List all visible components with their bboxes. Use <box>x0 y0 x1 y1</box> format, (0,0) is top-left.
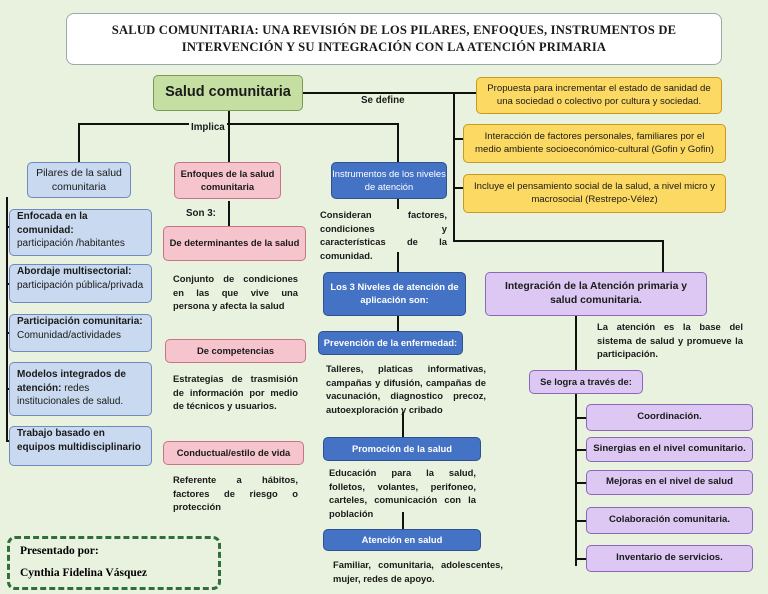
connector-line <box>228 123 230 163</box>
enfoque-desc-2: Estrategias de trasmisión de información… <box>173 373 298 412</box>
pilar-detail: participación /habitantes <box>17 238 125 249</box>
enfoques-intro: Son 3: <box>186 208 216 219</box>
definition-box-1: Propuesta para incrementar el estado de … <box>476 77 722 114</box>
enfoques-header: Enfoques de la salud comunitaria <box>174 162 281 199</box>
connector-line <box>575 558 587 560</box>
presenter-label: Presentado por: <box>20 545 99 557</box>
integracion-item-5: Inventario de servicios. <box>586 545 753 572</box>
connector-line <box>397 123 399 163</box>
connector-line <box>453 92 455 240</box>
connector-line <box>453 138 463 140</box>
connector-line <box>78 123 80 163</box>
connector-line <box>397 316 399 331</box>
connector-line <box>228 111 230 123</box>
nivel-desc-3: Familiar, comunitaria, adolescentes, muj… <box>333 559 503 584</box>
central-node: Salud comunitaria <box>153 75 303 111</box>
connector-line <box>78 123 398 125</box>
integracion-desc: La atención es la base del sistema de sa… <box>597 321 743 360</box>
pilar-detail: participación pública/privada <box>17 279 144 291</box>
pilar-title: Abordaje multisectorial: <box>17 266 132 277</box>
title-line-2: INTERVENCIÓN Y SU INTEGRACIÓN CON LA ATE… <box>181 40 607 54</box>
connector-line <box>397 199 399 209</box>
nivel-desc-1: Talleres, platicas informativas, campaña… <box>326 363 486 415</box>
integracion-item-2: Sinergias en el nivel comunitario. <box>586 437 753 462</box>
implica-label: Implica <box>189 122 227 133</box>
pilar-item-4: Modelos integrados de atención: redes in… <box>9 362 152 416</box>
integracion-item-1: Coordinación. <box>586 404 753 431</box>
enfoque-label-1: De determinantes de la salud <box>163 226 306 261</box>
pilar-title: Enfocada en la comunidad: <box>17 211 88 236</box>
enfoque-desc-1: Conjunto de condiciones en las que vive … <box>173 273 298 312</box>
nivel-label-2: Promoción de la salud <box>323 437 481 461</box>
niveles-subheader: Los 3 Niveles de atención de aplicación … <box>323 272 466 316</box>
connector-line <box>6 197 8 440</box>
pilar-title: Modelos integrados de atención: <box>17 369 126 394</box>
connector-line <box>228 201 230 227</box>
nivel-label-3: Atención en salud <box>323 529 481 551</box>
integracion-item-3: Mejoras en el nivel de salud <box>586 470 753 495</box>
pilar-item-2: Abordaje multisectorial: participación p… <box>9 264 152 303</box>
pilar-detail: Comunidad/actividades <box>17 329 121 341</box>
pilar-item-5: Trabajo basado en equipos multidisciplin… <box>9 426 152 466</box>
integracion-via: Se logra a través de: <box>529 370 643 394</box>
enfoque-desc-3: Referente a hábitos, factores de riesgo … <box>173 474 298 513</box>
connector-line <box>303 92 478 94</box>
pilares-header: Pilares de la salud comunitaria <box>27 162 131 198</box>
nivel-label-1: Prevención de la enfermedad: <box>318 331 463 355</box>
pilar-item-3: Participación comunitaria: Comunidad/act… <box>9 314 152 352</box>
connector-line <box>453 240 663 242</box>
instrumentos-desc: Consideran factores, condiciones y carac… <box>320 209 447 261</box>
connector-line <box>575 417 587 419</box>
pilar-title: Participación comunitaria: <box>17 316 143 327</box>
enfoque-label-2: De competencias <box>165 339 306 363</box>
connector-line <box>575 520 587 522</box>
pilar-title: Trabajo basado en equipos multidisciplin… <box>17 428 141 453</box>
connector-line <box>575 316 577 566</box>
integracion-header: Integración de la Atención primaria y sa… <box>485 272 707 316</box>
connector-line <box>397 252 399 272</box>
page-title: SALUD COMUNITARIA: UNA REVISIÓN DE LOS P… <box>66 13 722 65</box>
connector-line <box>402 512 404 529</box>
nivel-desc-2: Educación para la salud, folletos, volan… <box>329 467 476 519</box>
se-define-label: Se define <box>358 95 408 106</box>
definition-box-3: Incluye el pensamiento social de la salu… <box>463 174 726 213</box>
instrumentos-header: Instrumentos de los niveles de atención <box>331 162 447 199</box>
connector-line <box>575 482 587 484</box>
connector-line <box>662 240 664 272</box>
pilar-detail: redes institucionales de salud. <box>17 382 124 408</box>
integracion-item-4: Colaboración comunitaria. <box>586 507 753 534</box>
pilar-item-1: Enfocada en la comunidad: participación … <box>9 209 152 256</box>
presenter-card: Presentado por: Cynthia Fidelina Vásquez <box>7 536 221 590</box>
definition-box-2: Interacción de factores personales, fami… <box>463 124 726 163</box>
connector-line <box>453 187 463 189</box>
title-line-1: SALUD COMUNITARIA: UNA REVISIÓN DE LOS P… <box>111 23 677 37</box>
connector-line <box>402 412 404 437</box>
enfoque-label-3: Conductual/estilo de vida <box>163 441 304 465</box>
connector-line <box>575 449 587 451</box>
presenter-name: Cynthia Fidelina Vásquez <box>20 567 147 579</box>
